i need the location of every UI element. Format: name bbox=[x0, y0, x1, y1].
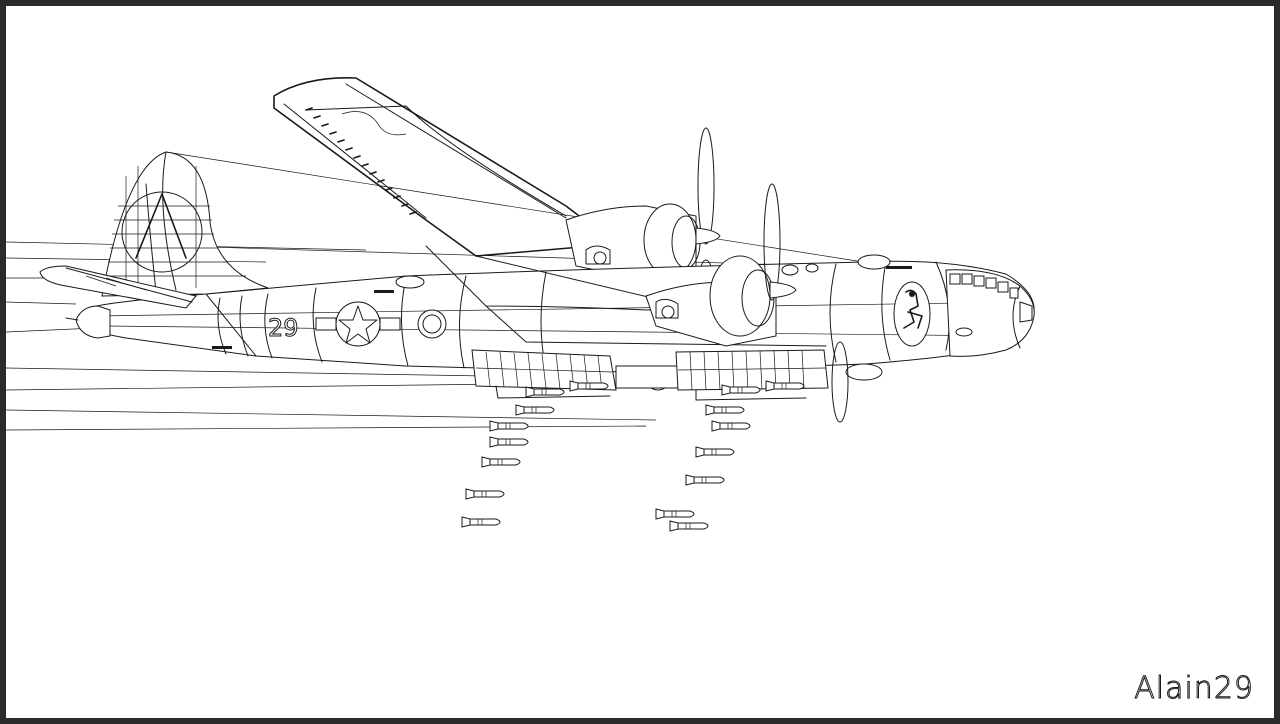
horizontal-stabilizer bbox=[39, 265, 197, 309]
bomb-right-7 bbox=[655, 508, 695, 520]
bomb-left-2 bbox=[569, 380, 609, 392]
bomb-right-2 bbox=[765, 380, 805, 392]
bomb-left-1 bbox=[525, 386, 565, 398]
bomb-right-3 bbox=[705, 404, 745, 416]
bomb-left-8 bbox=[461, 516, 501, 528]
drawing-canvas: 29 bbox=[6, 6, 1274, 718]
bomb-right-6 bbox=[685, 474, 725, 486]
tail-fin bbox=[101, 151, 269, 297]
bomb-left-5 bbox=[489, 436, 529, 448]
falling-bombs bbox=[461, 380, 805, 532]
bomb-bay-doors bbox=[471, 349, 829, 401]
bomb-right-8 bbox=[669, 520, 709, 532]
tail-number: 29 bbox=[268, 314, 299, 342]
nose-section bbox=[893, 269, 1035, 357]
bomb-left-4 bbox=[489, 420, 529, 432]
bomber-line-drawing: 29 bbox=[6, 77, 1035, 532]
speed-lines bbox=[6, 151, 887, 431]
artist-signature: Alain29 bbox=[1134, 671, 1254, 707]
bomb-left-7 bbox=[465, 488, 505, 500]
bomb-left-6 bbox=[481, 456, 521, 468]
bomb-right-4 bbox=[711, 420, 751, 432]
bomb-left-3 bbox=[515, 404, 555, 416]
far-wing bbox=[273, 77, 617, 257]
near-engines bbox=[645, 183, 849, 423]
bomb-right-1 bbox=[721, 384, 761, 396]
bomb-right-5 bbox=[695, 446, 735, 458]
